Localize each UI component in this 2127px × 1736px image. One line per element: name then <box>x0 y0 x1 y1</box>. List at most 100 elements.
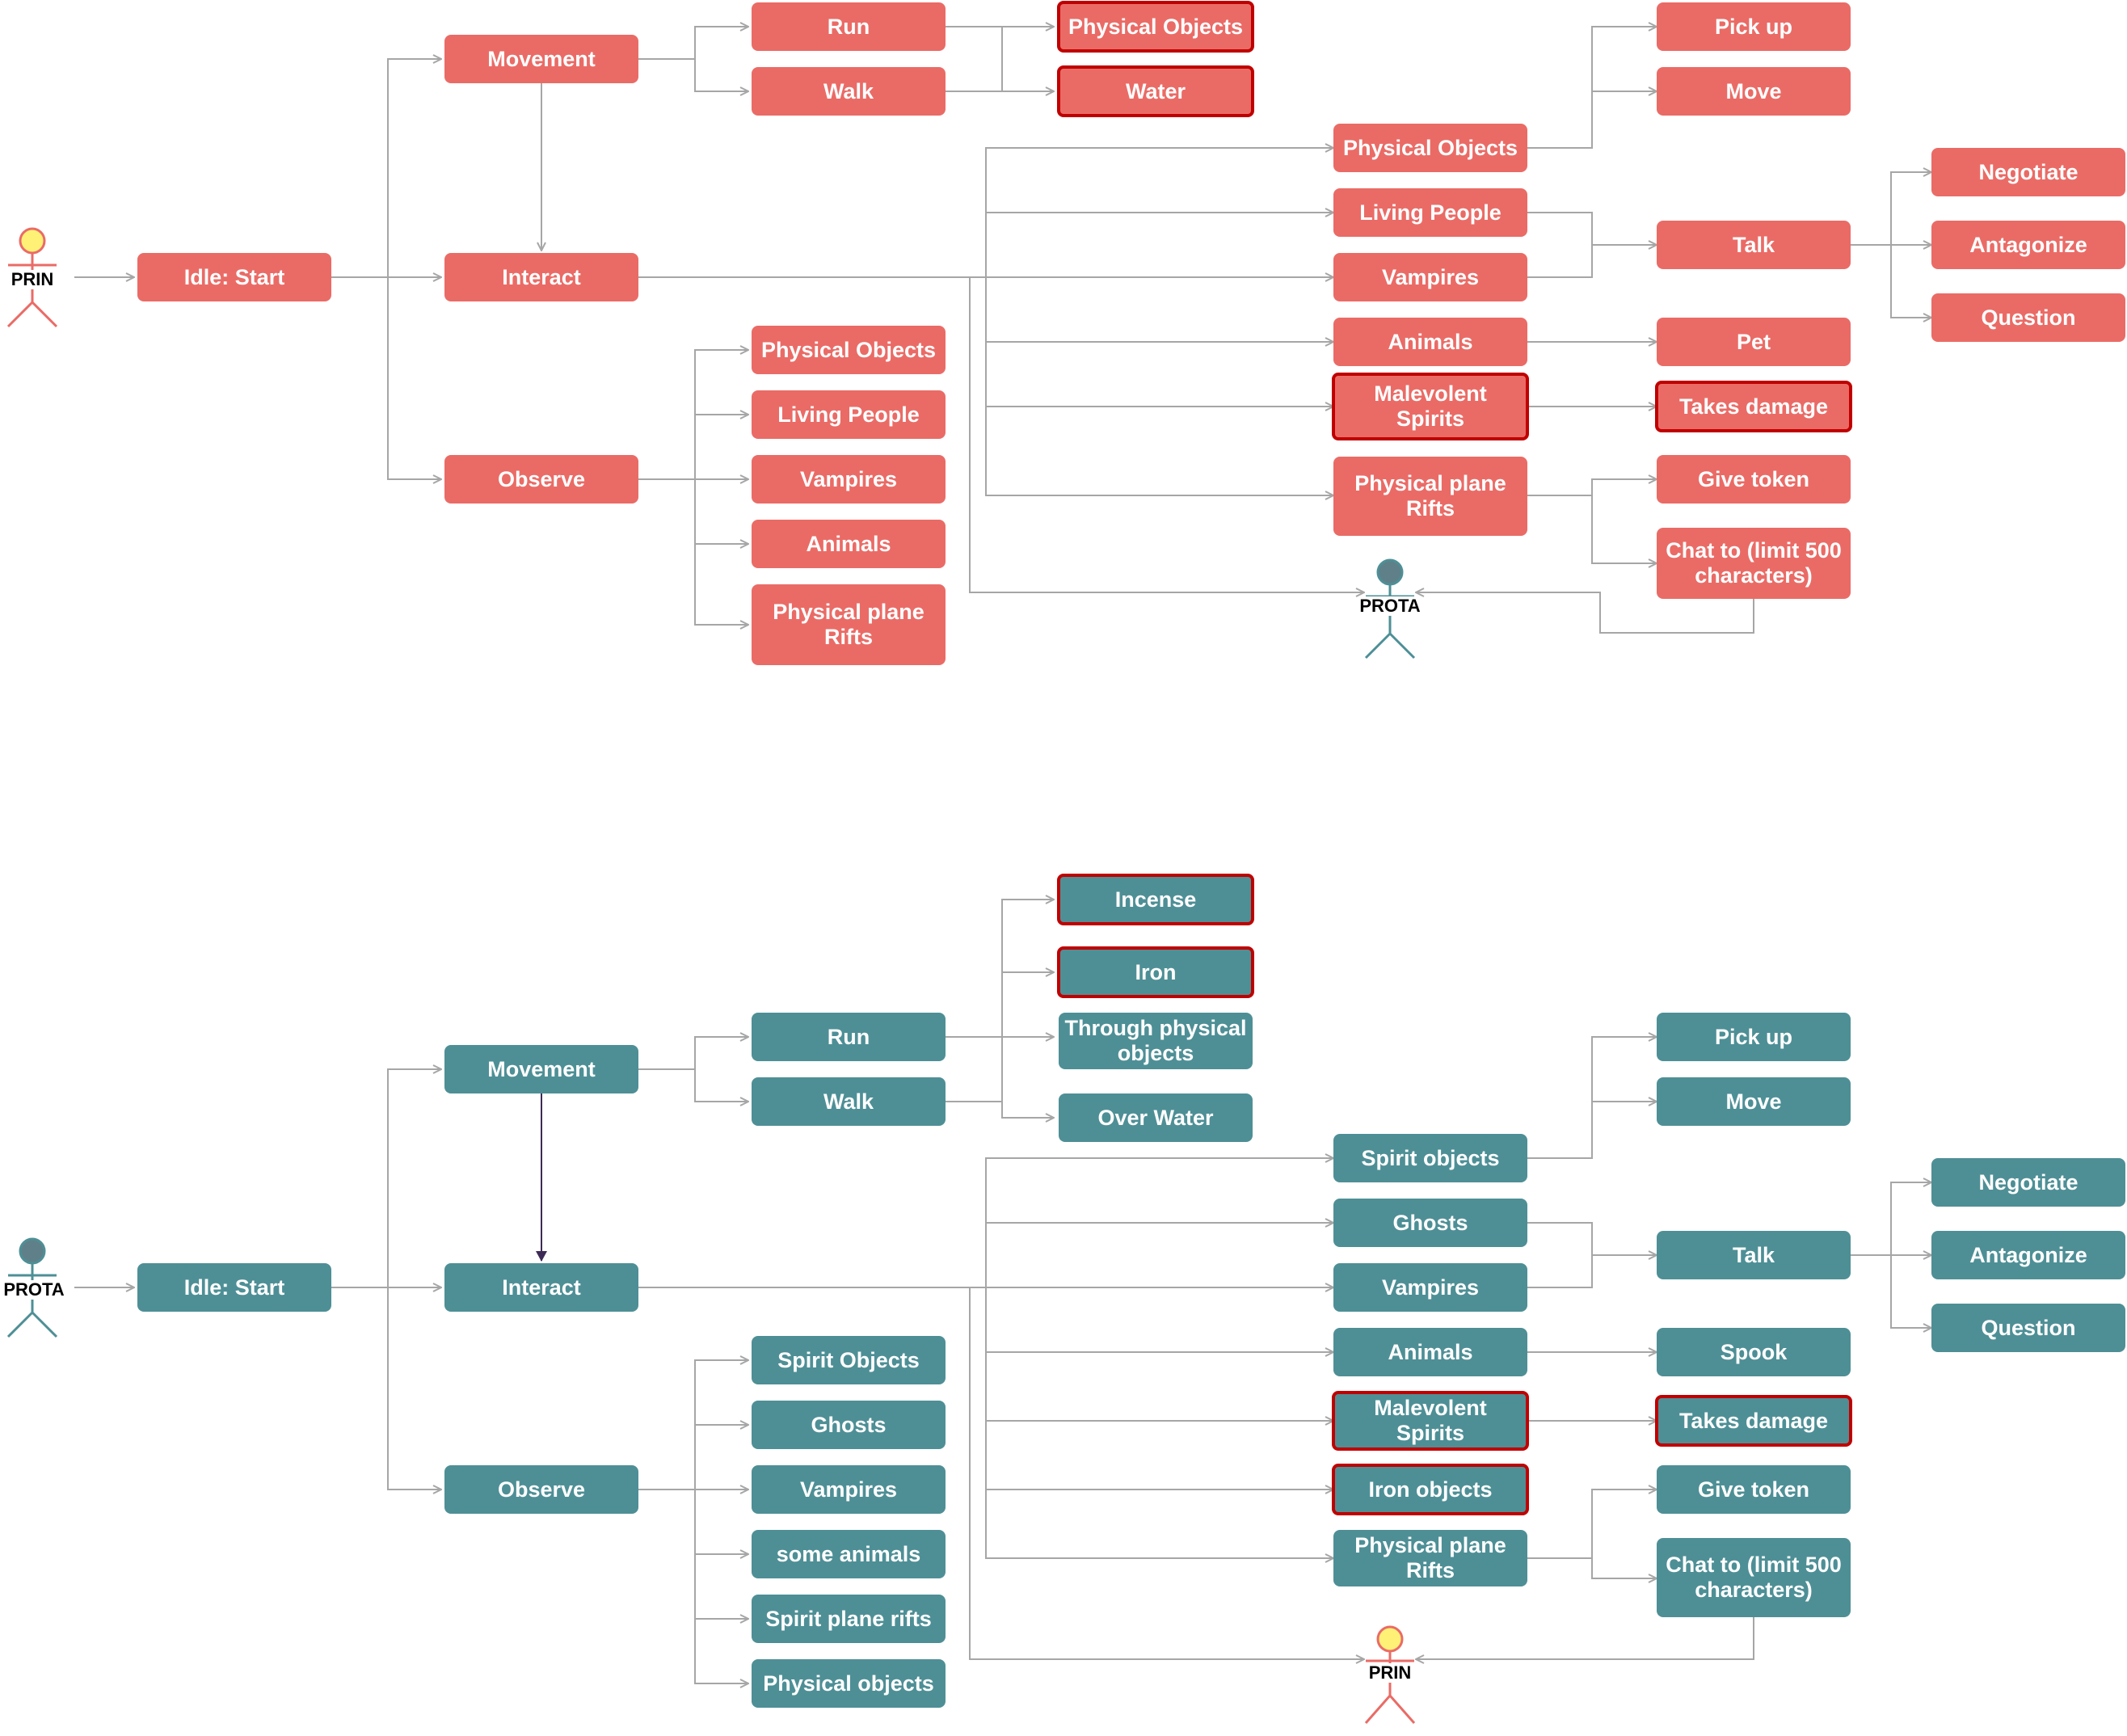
node-antagonize[interactable]: Antagonize <box>1931 1231 2125 1279</box>
node-move-incense[interactable]: Incense <box>1057 874 1254 925</box>
node-observe-animals[interactable]: Animals <box>752 520 946 568</box>
node-observe-some-animals[interactable]: some animals <box>752 1530 946 1578</box>
node-observe-vampires[interactable]: Vampires <box>752 1465 946 1514</box>
node-question[interactable]: Question <box>1931 293 2125 342</box>
node-interact-vampires[interactable]: Vampires <box>1333 1263 1527 1312</box>
node-observe-vampires[interactable]: Vampires <box>752 455 946 504</box>
edge <box>985 277 1333 342</box>
node-spook[interactable]: Spook <box>1657 1328 1851 1376</box>
node-movement[interactable]: Movement <box>444 35 638 83</box>
edge <box>1851 1182 1931 1256</box>
actor-label: PROTA <box>1358 596 1422 616</box>
edge <box>985 148 1333 277</box>
node-interact-spirit-objects[interactable]: Spirit objects <box>1333 1134 1527 1182</box>
edge <box>387 1287 441 1490</box>
node-movement[interactable]: Movement <box>444 1045 638 1093</box>
node-idle-start[interactable]: Idle: Start <box>137 1263 331 1312</box>
edge <box>694 59 748 91</box>
edge <box>1591 1558 1657 1578</box>
node-move-over-water[interactable]: Over Water <box>1059 1093 1253 1142</box>
edge <box>387 277 441 479</box>
edge <box>694 1490 748 1554</box>
node-observe-rifts[interactable]: Physical plane Rifts <box>752 584 946 665</box>
edge <box>694 1554 748 1619</box>
node-interact[interactable]: Interact <box>444 253 638 301</box>
stick-figure-icon <box>6 227 58 328</box>
node-interact-living-people[interactable]: Living People <box>1333 188 1527 237</box>
node-move-water[interactable]: Water <box>1057 65 1254 117</box>
node-interact-malevolent-spirits[interactable]: Malevolent Spirits <box>1332 373 1529 440</box>
node-walk[interactable]: Walk <box>752 67 946 116</box>
node-talk[interactable]: Talk <box>1657 1231 1851 1279</box>
node-negotiate[interactable]: Negotiate <box>1931 148 2125 196</box>
edge <box>985 407 1333 495</box>
node-interact[interactable]: Interact <box>444 1263 638 1312</box>
node-observe-physical-objects[interactable]: Physical Objects <box>752 326 946 374</box>
node-observe-ghosts[interactable]: Ghosts <box>752 1401 946 1449</box>
node-interact-ghosts[interactable]: Ghosts <box>1333 1199 1527 1247</box>
edge <box>946 1101 1054 1118</box>
node-pet[interactable]: Pet <box>1657 318 1851 366</box>
node-give-token[interactable]: Give token <box>1657 455 1851 504</box>
node-interact-iron-objects[interactable]: Iron objects <box>1332 1464 1529 1515</box>
edge <box>694 1619 748 1683</box>
node-pick-up[interactable]: Pick up <box>1657 1013 1851 1061</box>
node-observe-spirit-rifts[interactable]: Spirit plane rifts <box>752 1595 946 1643</box>
node-interact-animals[interactable]: Animals <box>1333 318 1527 366</box>
node-observe[interactable]: Observe <box>444 455 638 504</box>
node-interact-animals[interactable]: Animals <box>1333 1328 1527 1376</box>
node-antagonize[interactable]: Antagonize <box>1931 221 2125 269</box>
node-move-through-objects[interactable]: Through physical objects <box>1059 1013 1253 1069</box>
edge <box>1527 1490 1657 1559</box>
node-interact-physical-objects[interactable]: Physical Objects <box>1333 124 1527 172</box>
node-takes-damage[interactable]: Takes damage <box>1655 381 1852 432</box>
edge <box>1527 91 1657 149</box>
edge <box>985 1287 1333 1352</box>
stick-figure-icon <box>6 1237 58 1338</box>
node-chat[interactable]: Chat to (limit 500 characters) <box>1657 528 1851 599</box>
node-run[interactable]: Run <box>752 1013 946 1061</box>
actor-prota-bottom[interactable]: PROTA <box>0 1235 81 1348</box>
node-observe-living-people[interactable]: Living People <box>752 390 946 439</box>
actor-label: PRIN <box>1358 1663 1422 1683</box>
node-run[interactable]: Run <box>752 2 946 51</box>
edge <box>1527 212 1657 245</box>
edge <box>387 59 441 277</box>
edge <box>1527 1222 1657 1255</box>
node-negotiate[interactable]: Negotiate <box>1931 1158 2125 1207</box>
edge <box>1591 495 1657 563</box>
edge <box>1591 1037 1657 1102</box>
node-move[interactable]: Move <box>1657 1077 1851 1126</box>
node-observe-physical-objects[interactable]: Physical objects <box>752 1659 946 1708</box>
actor-prin-top[interactable]: PRIN <box>0 225 81 338</box>
node-observe[interactable]: Observe <box>444 1465 638 1514</box>
node-takes-damage[interactable]: Takes damage <box>1655 1395 1852 1447</box>
edge <box>638 27 748 60</box>
edge <box>638 1037 748 1070</box>
node-interact-rifts[interactable]: Physical plane Rifts <box>1333 457 1527 536</box>
edge <box>985 342 1333 407</box>
node-interact-malevolent-spirits[interactable]: Malevolent Spirits <box>1332 1391 1529 1451</box>
edge <box>694 479 748 544</box>
actor-prota-top[interactable]: PROTA <box>1358 556 1438 669</box>
node-interact-rifts[interactable]: Physical plane Rifts <box>1333 1530 1527 1586</box>
node-interact-vampires[interactable]: Vampires <box>1333 253 1527 301</box>
edge <box>1527 479 1657 496</box>
node-chat[interactable]: Chat to (limit 500 characters) <box>1657 1538 1851 1617</box>
node-question[interactable]: Question <box>1931 1304 2125 1352</box>
edge <box>969 277 1364 592</box>
node-move-iron[interactable]: Iron <box>1057 946 1254 998</box>
node-walk[interactable]: Walk <box>752 1077 946 1126</box>
node-pick-up[interactable]: Pick up <box>1657 2 1851 51</box>
actor-prin-bottom[interactable]: PRIN <box>1358 1623 1438 1736</box>
edge <box>1591 27 1657 91</box>
node-move[interactable]: Move <box>1657 67 1851 116</box>
node-give-token[interactable]: Give token <box>1657 1465 1851 1514</box>
node-observe-spirit-objects[interactable]: Spirit Objects <box>752 1336 946 1384</box>
node-talk[interactable]: Talk <box>1657 221 1851 269</box>
node-move-physical-objects[interactable]: Physical Objects <box>1057 1 1254 53</box>
edge <box>387 1069 441 1287</box>
node-idle-start[interactable]: Idle: Start <box>137 253 331 301</box>
